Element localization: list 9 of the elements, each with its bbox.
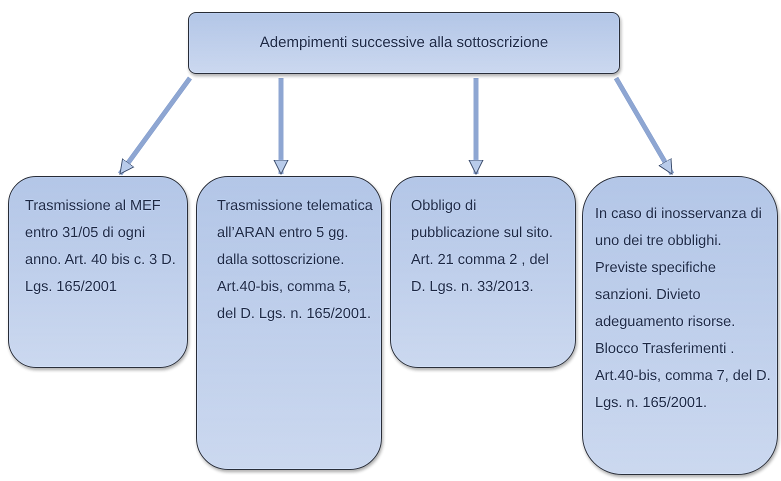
process-box: Trasmissione al MEF entro 31/05 di ogni anno. Art. 40 bis c. 3 D. Lgs. 165/2001 bbox=[8, 176, 188, 368]
arrow bbox=[274, 78, 288, 174]
arrow bbox=[118, 76, 192, 176]
process-box: In caso di inosservanza di uno dei tre obblighi. Previste specifiche sanzioni. Divieto adeguamento risorse. Blocco Trasferimenti . Art.40-bis, comma 7, del D. Lgs. n. 165/2001. bbox=[582, 176, 778, 475]
process-box: Trasmissione telematica all’ARAN entro 5 gg. dalla sottoscrizione. Art.40-bis, comma 5, del D. Lgs. n. 165/2001. bbox=[196, 176, 382, 470]
title-box: Adempimenti successive alla sottoscrizione bbox=[188, 12, 620, 74]
process-box: Obbligo di pubblicazione sul sito. Art. 21 comma 2 , del D. Lgs. n. 33/2013. bbox=[390, 176, 576, 368]
arrow bbox=[614, 76, 674, 176]
arrow bbox=[468, 78, 484, 174]
